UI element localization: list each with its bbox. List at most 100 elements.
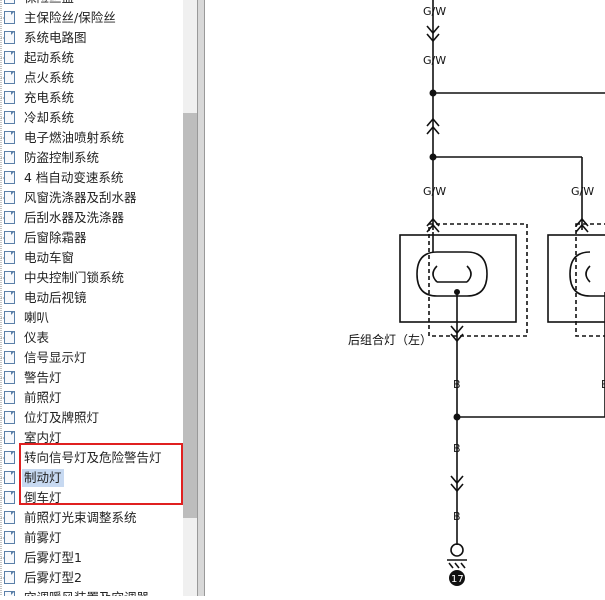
bulb-filament: [432, 265, 472, 283]
tree-item[interactable]: 仪表: [0, 328, 182, 348]
tree-item[interactable]: 倒车灯: [0, 488, 182, 508]
tree-item-label: 警告灯: [24, 370, 62, 385]
tree-item-label: 防盗控制系统: [24, 150, 100, 165]
document-icon: [4, 31, 15, 44]
document-icon: [4, 191, 15, 204]
tree-item[interactable]: 前照灯: [0, 388, 182, 408]
tree-item-label: 后雾灯型1: [24, 550, 82, 565]
tree-item-label: 转向信号灯及危险警告灯: [24, 450, 162, 465]
tree-item-label: 后雾灯型2: [24, 570, 82, 585]
panel-splitter[interactable]: [197, 0, 205, 596]
tree-item-label: 起动系统: [24, 50, 75, 65]
tree-item[interactable]: 电动车窗: [0, 248, 182, 268]
tree-item-label: 充电系统: [24, 90, 75, 105]
tree-item[interactable]: 防盗控制系统: [0, 148, 182, 168]
tree-item-label: 室内灯: [24, 430, 62, 445]
wire-color-label: G/W: [423, 185, 446, 198]
tree-item[interactable]: 冷却系统: [0, 108, 182, 128]
tree-item[interactable]: 前雾灯: [0, 528, 182, 548]
tree-item-label: 4 档自动变速系统: [24, 170, 124, 185]
wiring-diagram-canvas: G/W G/W G/W G/W B B B B 后组合灯（左） 17: [348, 0, 605, 586]
bulb-outline: [416, 251, 488, 297]
tree-item-label: 中央控制门锁系统: [24, 270, 125, 285]
tree-item[interactable]: 室内灯: [0, 428, 182, 448]
document-icon: [4, 551, 15, 564]
connector-symbol: [426, 33, 440, 43]
ground-symbol: [450, 543, 464, 557]
tree-item-label: 点火系统: [24, 70, 75, 85]
wire-color-label: B: [453, 510, 461, 523]
document-icon: [4, 391, 15, 404]
wiring-diagram: G/W G/W G/W G/W B B B B 后组合灯（左） 17: [205, 0, 605, 596]
document-tree-panel: 保险丝盒主保险丝/保险丝系统电路图起动系统点火系统充电系统冷却系统电子燃油喷射系…: [0, 0, 197, 596]
document-icon: [4, 171, 15, 184]
tree-item[interactable]: 充电系统: [0, 88, 182, 108]
tree-item[interactable]: 位灯及牌照灯: [0, 408, 182, 428]
document-icon: [4, 71, 15, 84]
tree-item[interactable]: 后雾灯型1: [0, 548, 182, 568]
tree-item[interactable]: 喇叭: [0, 308, 182, 328]
document-icon: [4, 471, 15, 484]
wire-color-label: G/W: [423, 5, 446, 18]
tree-item[interactable]: 电子燃油喷射系统: [0, 128, 182, 148]
tree-item[interactable]: 信号显示灯: [0, 348, 182, 368]
tree-item[interactable]: 后刮水器及洗涤器: [0, 208, 182, 228]
junction-dot: [429, 153, 437, 161]
tree-item[interactable]: 起动系统: [0, 48, 182, 68]
lamp-housing-dashed: [428, 223, 528, 337]
document-icon: [4, 351, 15, 364]
document-icon: [4, 531, 15, 544]
document-icon: [4, 291, 15, 304]
tree-item-label: 空调暖风装置及空调器: [24, 589, 149, 596]
junction-dot: [429, 89, 437, 97]
lamp-box: [399, 234, 517, 323]
document-icon: [4, 151, 15, 164]
tree-item-label: 主保险丝/保险丝: [24, 10, 116, 25]
connector-symbol: [426, 25, 440, 35]
tree-item[interactable]: 转向信号灯及危险警告灯: [0, 448, 182, 468]
wire-color-label: G/W: [571, 185, 594, 198]
document-icon: [4, 231, 15, 244]
document-icon: [4, 131, 15, 144]
document-icon: [4, 571, 15, 584]
document-icon: [4, 211, 15, 224]
ground-number: 17: [451, 574, 464, 585]
tree-item[interactable]: 电动后视镜: [0, 288, 182, 308]
connector-symbol: [426, 125, 440, 135]
tree-item[interactable]: 点火系统: [0, 68, 182, 88]
tree-item[interactable]: 前照灯光束调整系统: [0, 508, 182, 528]
tree-item[interactable]: 中央控制门锁系统: [0, 268, 182, 288]
tree-item[interactable]: 系统电路图: [0, 28, 182, 48]
document-icon: [4, 91, 15, 104]
tree-item[interactable]: 制动灯: [0, 468, 182, 488]
document-icon: [4, 371, 15, 384]
wire-color-label: G/W: [423, 54, 446, 67]
tree-item-label: 位灯及牌照灯: [24, 410, 100, 425]
tree-item-label: 冷却系统: [24, 110, 75, 125]
lamp-box-right: [547, 234, 605, 323]
tree-item-label: 风窗洗涤器及刮水器: [24, 190, 137, 205]
tree-item[interactable]: 主保险丝/保险丝: [0, 8, 182, 28]
tree-item-label: 信号显示灯: [24, 350, 87, 365]
document-icon: [4, 311, 15, 324]
document-icon: [4, 591, 15, 596]
document-icon: [4, 11, 15, 24]
tree-item[interactable]: 风窗洗涤器及刮水器: [0, 188, 182, 208]
tree-connector: [0, 0, 4, 8]
tree-item[interactable]: 保险丝盒: [0, 0, 182, 8]
wire-color-label: B: [601, 378, 605, 391]
sidebar-scrollbar-thumb[interactable]: [183, 113, 197, 518]
tree-item-label: 后窗除霜器: [24, 230, 87, 245]
tree-item[interactable]: 4 档自动变速系统: [0, 168, 182, 188]
tree-item[interactable]: 警告灯: [0, 368, 182, 388]
tree-item-label: 前雾灯: [24, 530, 62, 545]
tree-item[interactable]: 后雾灯型2: [0, 568, 182, 588]
ground-number-badge: [449, 570, 465, 586]
document-icon: [4, 331, 15, 344]
wire-color-label: B: [453, 378, 461, 391]
document-icon: [4, 431, 15, 444]
tree-item[interactable]: 空调暖风装置及空调器: [0, 588, 182, 596]
tree-item-label: 电动车窗: [24, 250, 75, 265]
tree-item[interactable]: 后窗除霜器: [0, 228, 182, 248]
tree-item-label: 保险丝盒: [24, 0, 74, 7]
